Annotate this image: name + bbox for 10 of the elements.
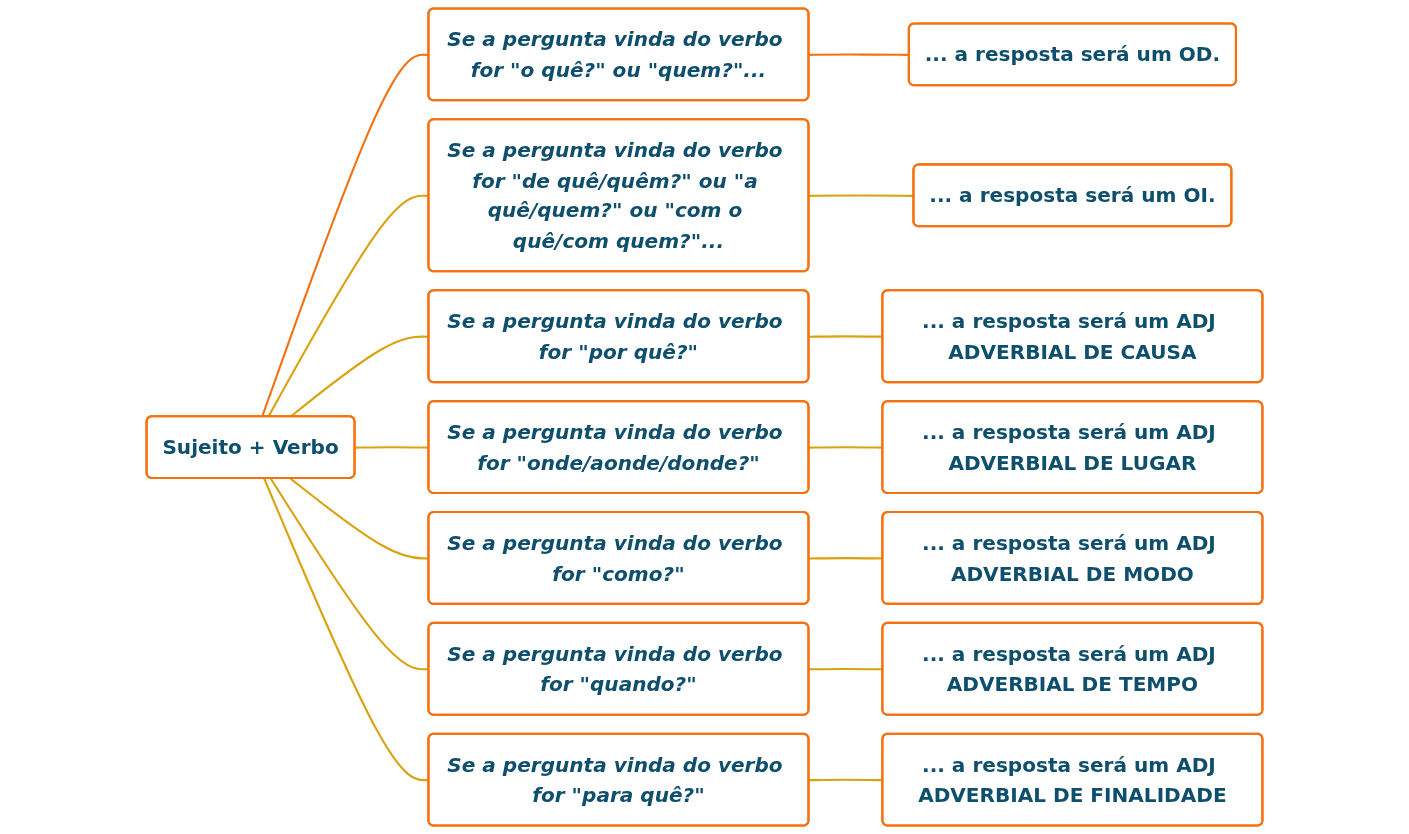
- connector: [289, 477, 429, 560]
- connector: [263, 478, 429, 782]
- connector: [269, 477, 429, 671]
- connector: [355, 446, 429, 449]
- connector: [809, 557, 883, 560]
- connector: [809, 194, 914, 197]
- connector: [809, 667, 883, 671]
- connector: [809, 778, 883, 782]
- connector: [809, 446, 883, 449]
- connector: [809, 335, 883, 338]
